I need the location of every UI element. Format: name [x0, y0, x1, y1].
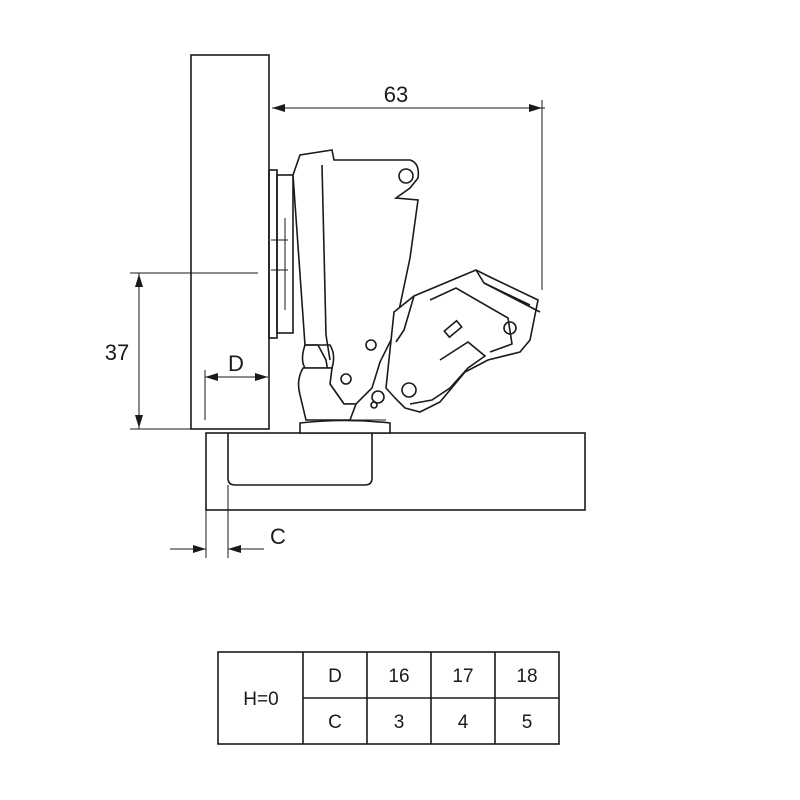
- table-cell-c-2: 4: [458, 712, 469, 733]
- table-row-label-d: D: [328, 666, 342, 687]
- dimension-37: 37: [105, 272, 258, 430]
- table-cell-c-1: 3: [394, 712, 405, 733]
- spec-table: H=0 D 16 17 18 C 3 4 5: [217, 651, 560, 745]
- cup-recess: [227, 433, 373, 486]
- table-cell-d-3: 18: [516, 666, 537, 687]
- table-cell-d-2: 17: [452, 666, 473, 687]
- cabinet-panel: [205, 432, 586, 511]
- hinge-linkage: [370, 269, 541, 413]
- mounting-plate: [268, 169, 294, 339]
- table-row-label-c: C: [328, 712, 342, 733]
- dimension-d-label: D: [228, 351, 244, 376]
- dimension-37-label: 37: [105, 340, 129, 365]
- hinge-arm: [292, 149, 420, 405]
- table-cell-c-3: 5: [522, 712, 533, 733]
- table-row-header: H=0: [243, 689, 278, 710]
- dimension-d: D: [204, 351, 268, 420]
- dimension-63-label: 63: [384, 82, 408, 107]
- table-cell-d-1: 16: [388, 666, 409, 687]
- dimension-c: C: [170, 485, 286, 558]
- dimension-c-label: C: [270, 524, 286, 549]
- hinge-cup: [297, 367, 391, 434]
- dimension-63: 63: [272, 82, 545, 290]
